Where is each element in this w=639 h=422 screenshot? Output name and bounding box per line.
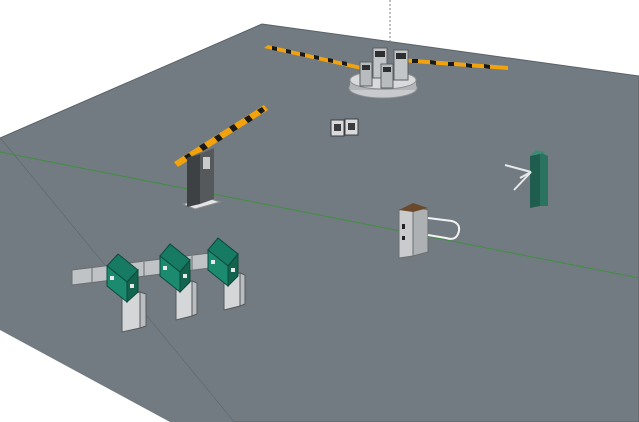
small-device-panel bbox=[334, 124, 341, 131]
flap-unit-indicator bbox=[183, 274, 187, 278]
barrier-cabinet-panel bbox=[375, 51, 385, 57]
turnstile-cabinet-top bbox=[530, 150, 546, 156]
small-device-panel bbox=[348, 123, 355, 130]
barrier-cabinet-panel bbox=[362, 65, 370, 70]
flap-unit-indicator bbox=[110, 276, 114, 280]
flap-unit-body-side bbox=[239, 272, 246, 307]
barrier-cabinet-panel bbox=[396, 53, 406, 59]
ground-plane[interactable] bbox=[0, 23, 639, 422]
flap-unit-indicator bbox=[211, 260, 215, 264]
barrier-arm-right-stripes bbox=[412, 59, 490, 69]
green-axis-line bbox=[0, 151, 639, 279]
swing-gate-arm bbox=[427, 217, 461, 240]
swing-gate-post-top bbox=[399, 203, 428, 212]
barrier-cabinet-panel bbox=[383, 67, 391, 72]
flap-unit-indicator bbox=[163, 266, 167, 270]
boom-barrier-double-arm[interactable] bbox=[264, 45, 508, 99]
single-barrier-cabinet-front bbox=[187, 154, 200, 207]
flap-unit-body-side bbox=[191, 280, 198, 317]
swing-gate-post-side bbox=[412, 205, 429, 257]
boom-barrier-single-arm[interactable] bbox=[174, 105, 268, 210]
flap-unit-body-side bbox=[139, 291, 147, 329]
turnstile-cabinet-side bbox=[540, 152, 548, 206]
swing-gate-indicator bbox=[402, 224, 405, 229]
swing-gate[interactable] bbox=[398, 203, 461, 259]
swing-gate-post-front bbox=[398, 205, 414, 259]
turnstile-arms bbox=[504, 164, 532, 191]
single-barrier-cabinet-top bbox=[187, 148, 214, 158]
flap-barrier-lanes[interactable] bbox=[71, 237, 246, 333]
flap-unit-indicator bbox=[231, 268, 235, 272]
single-barrier-cabinet-side bbox=[200, 148, 214, 204]
flap-barrier-unit-3[interactable] bbox=[207, 237, 246, 311]
turnstile-cabinet-front bbox=[530, 152, 540, 208]
flap-unit-indicator bbox=[130, 284, 134, 288]
swing-gate-indicator bbox=[402, 236, 405, 240]
tripod-turnstile[interactable] bbox=[504, 150, 548, 208]
single-barrier-arm bbox=[174, 105, 268, 167]
barrier-arm-left-stripes bbox=[272, 46, 347, 66]
single-barrier-panel bbox=[203, 157, 210, 169]
small-device-pair[interactable] bbox=[330, 118, 359, 137]
flap-barrier-unit-1[interactable] bbox=[106, 253, 147, 333]
flap-barrier-unit-2[interactable] bbox=[159, 243, 198, 321]
